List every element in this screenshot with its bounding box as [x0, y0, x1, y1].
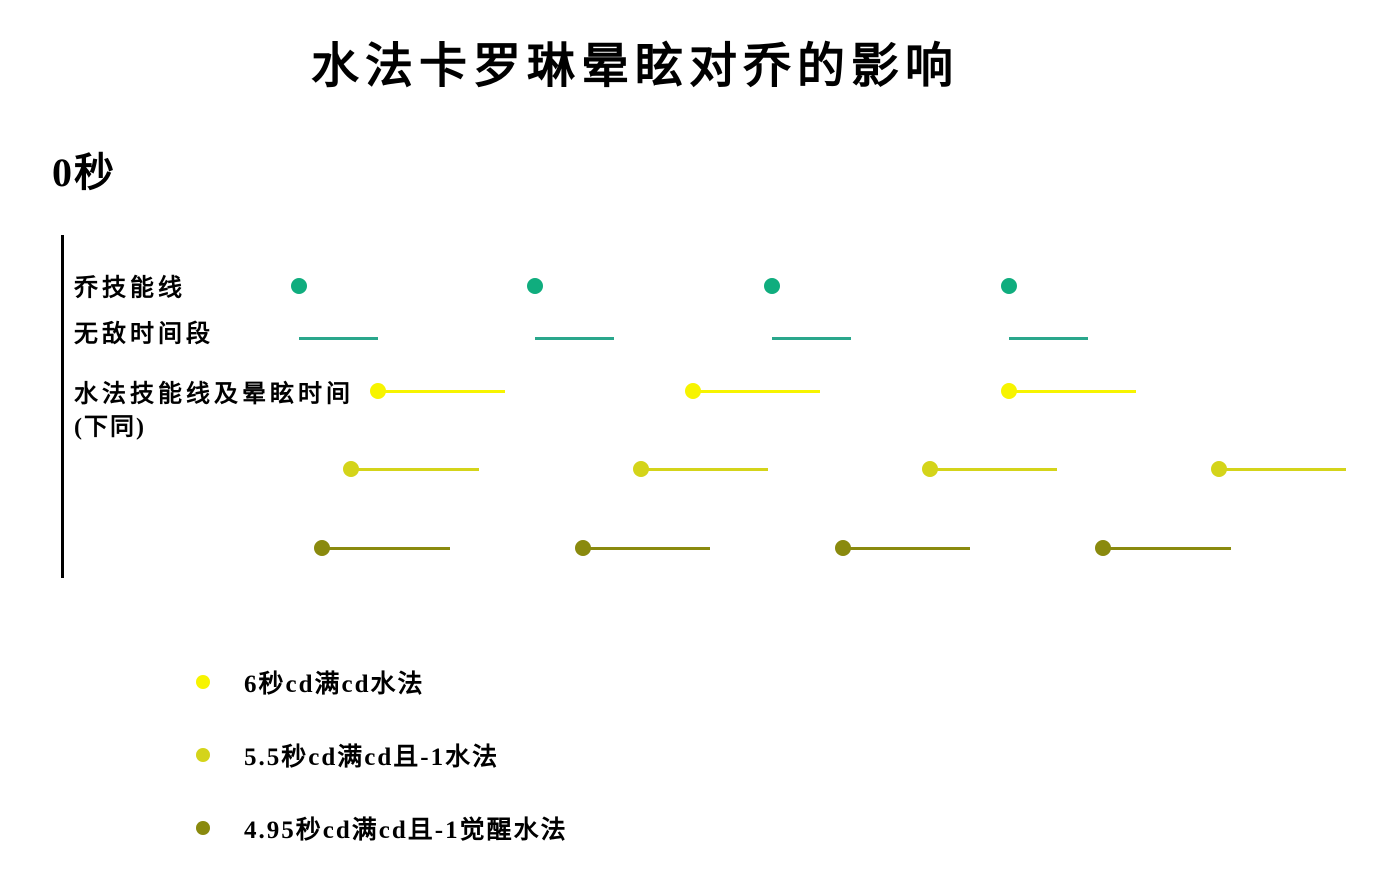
legend-dot-icon	[196, 821, 210, 835]
stun-duration-line	[1219, 467, 1347, 471]
water-skill-cast-dot	[1211, 461, 1228, 477]
legend-label: 5.5秒cd满cd且-1水法	[244, 744, 500, 771]
invincibility-line	[772, 336, 851, 340]
stun-duration-line	[1008, 389, 1137, 393]
water-skill-cast-dot	[921, 461, 938, 477]
vertical-axis-line	[61, 235, 64, 578]
legend: 6秒cd满cd水法 5.5秒cd满cd且-1水法 4.95秒cd满cd且-1觉醒水法	[196, 0, 796, 882]
legend-label: 4.95秒cd满cd且-1觉醒水法	[244, 817, 568, 844]
legend-item: 6秒cd满cd水法	[196, 664, 425, 700]
joe-skill-cast-dot	[527, 278, 544, 294]
stun-duration-line	[322, 546, 450, 550]
water-skill-cast-dot	[835, 540, 852, 556]
legend-dot-icon	[196, 675, 210, 689]
water-skill-cast-dot	[1000, 383, 1017, 399]
water-skill-cast-dot	[343, 461, 360, 477]
stun-duration-line	[843, 546, 971, 550]
stun-duration-line	[377, 389, 505, 393]
stun-duration-line	[1103, 546, 1231, 550]
joe-skill-cast-dot	[290, 278, 307, 294]
row-label-joe-skill: 乔技能线	[74, 275, 186, 302]
water-skill-cast-dot	[369, 383, 386, 399]
water-skill-cast-dot	[574, 540, 591, 556]
joe-skill-cast-dot	[1000, 278, 1017, 294]
water-skill-cast-dot	[314, 540, 331, 556]
invincibility-line	[535, 336, 615, 340]
stun-duration-line	[640, 467, 768, 471]
legend-item: 5.5秒cd满cd且-1水法	[196, 737, 499, 773]
time-origin-label: 0秒	[52, 150, 116, 195]
stun-duration-line	[929, 467, 1058, 471]
row-label-same-below: (下同)	[74, 414, 146, 441]
water-skill-cast-dot	[632, 461, 649, 477]
joe-skill-cast-dot	[764, 278, 781, 294]
invincibility-line	[298, 336, 378, 340]
row-label-water-skill-stun: 水法技能线及晕眩时间	[74, 381, 354, 408]
legend-item: 4.95秒cd满cd且-1觉醒水法	[196, 810, 568, 846]
water-skill-cast-dot	[1095, 540, 1112, 556]
stun-duration-line	[693, 389, 821, 393]
stun-duration-line	[582, 546, 711, 550]
water-skill-cast-dot	[685, 383, 702, 399]
row-label-invincibility: 无敌时间段	[74, 321, 214, 348]
legend-label: 6秒cd满cd水法	[244, 671, 425, 698]
legend-dot-icon	[196, 748, 210, 762]
invincibility-line	[1008, 336, 1088, 340]
chart-title: 水法卡罗琳晕眩对乔的影响	[310, 40, 959, 93]
stun-duration-line	[351, 467, 479, 471]
